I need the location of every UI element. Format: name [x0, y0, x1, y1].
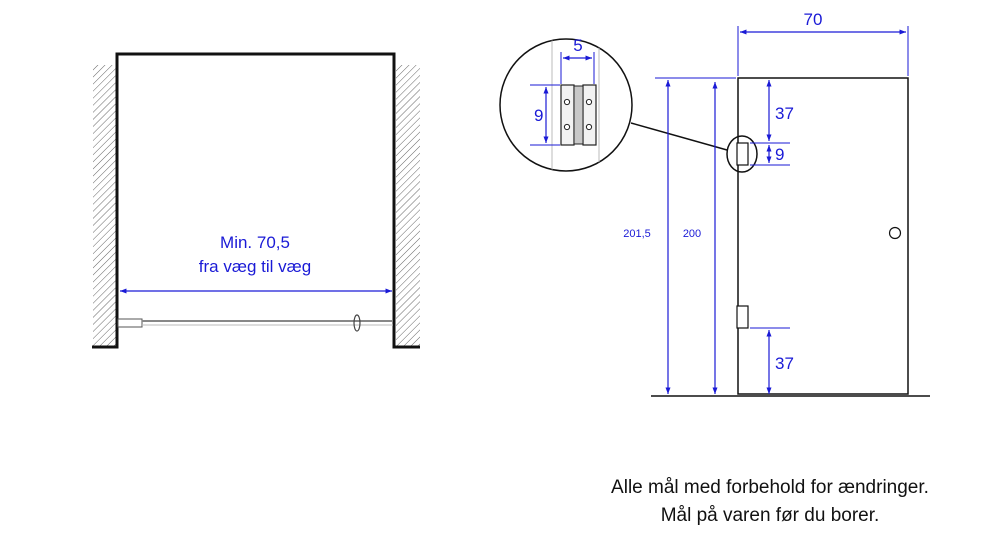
- door-handle: [888, 226, 902, 240]
- total-height-label: 201,5: [623, 228, 651, 240]
- screw-hole: [585, 98, 593, 106]
- door-width-label: 70: [804, 10, 823, 29]
- screw-hole: [563, 123, 571, 131]
- right-wall-hatch: [396, 65, 420, 347]
- bottom-hinge-offset-label: 37: [775, 354, 794, 373]
- hinge-callout-circle: [726, 135, 758, 173]
- detail-height-label: 9: [534, 106, 543, 125]
- door-panel: [737, 77, 909, 395]
- left-wall-hatch: [93, 65, 117, 347]
- hinge-leaf-right: [582, 84, 597, 146]
- top-view: Min. 70,5 fra væg til væg: [92, 52, 420, 349]
- disclaimer: Alle mål med forbehold for ændringer. Må…: [560, 474, 980, 530]
- front-view: 70 201,5 200 37 9 37: [623, 10, 930, 397]
- door-handle-top-view: [353, 314, 361, 332]
- hinge-height-label: 9: [775, 145, 784, 164]
- detail-width-label: 5: [573, 36, 582, 55]
- top-hinge-offset-label: 37: [775, 104, 794, 123]
- wall-outline: [92, 52, 420, 349]
- disclaimer-line2: Mål på varen før du borer.: [660, 505, 880, 526]
- hinge-detail: 5 9: [499, 36, 633, 172]
- width-label-line1: Min. 70,5: [220, 233, 290, 252]
- callout-leader: [630, 122, 728, 151]
- hinge-leaf-left: [560, 84, 575, 146]
- hinge-knuckle: [573, 85, 584, 145]
- hinge-block-top-view: [117, 318, 143, 328]
- width-label-line2: fra væg til væg: [199, 257, 311, 276]
- disclaimer-line1: Alle mål med forbehold for ændringer.: [611, 477, 929, 498]
- screw-hole: [563, 98, 571, 106]
- door-height-label: 200: [683, 228, 701, 240]
- top-hinge: [736, 142, 749, 166]
- bottom-hinge: [736, 305, 749, 329]
- screw-hole: [585, 123, 593, 131]
